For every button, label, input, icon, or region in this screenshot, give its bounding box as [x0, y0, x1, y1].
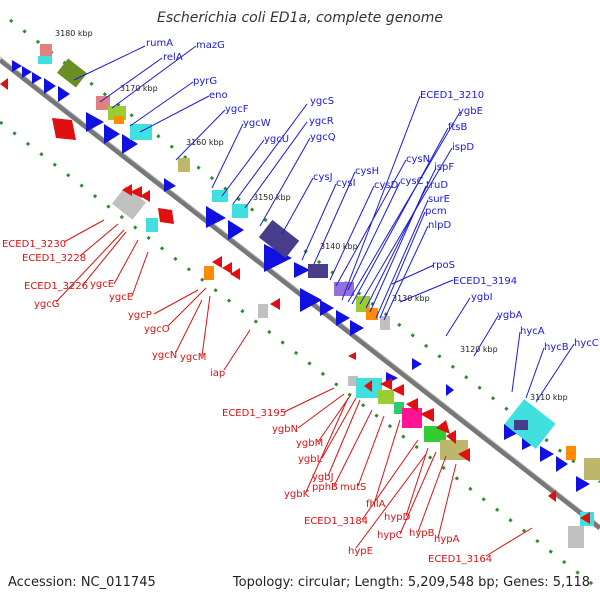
gene-label: surE	[428, 194, 450, 205]
forward-gene-labels: rumA relA mazG pyrG eno ygcF ygcW ygcU y…	[146, 38, 599, 353]
gene-label: hycB	[544, 342, 569, 353]
gene-label: ftsB	[448, 122, 467, 133]
gene-label: ispF	[434, 162, 454, 173]
gene-label: ygcO	[144, 324, 170, 335]
scale-3140: 3140 kbp	[320, 242, 358, 251]
scale-3120: 3120 kbp	[460, 345, 498, 354]
gene-label: rpoS	[432, 260, 455, 271]
scale-3160: 3160 kbp	[186, 138, 224, 147]
gene-label: ygcF	[225, 104, 249, 115]
gene-label: ECED1_3210	[420, 90, 484, 101]
gene-label: ygcN	[152, 350, 177, 361]
gene-label: rumA	[146, 38, 173, 49]
gene-label: ygcQ	[310, 132, 336, 143]
reverse-strand-features	[0, 78, 590, 524]
gene-label: ygcR	[309, 116, 334, 127]
scale-3110: 3110 kbp	[530, 393, 568, 402]
gene-label: cysI	[336, 178, 356, 189]
gene-label: ygbJ	[312, 472, 334, 483]
gene-label: fhlA	[366, 499, 386, 510]
gene-label: cysD	[374, 180, 399, 191]
gene-blocks	[38, 44, 600, 548]
gene-label: ispD	[452, 142, 474, 153]
gene-label: ygbL	[298, 454, 323, 465]
gene-label: hycC	[574, 338, 599, 349]
scale-3150: 3150 kbp	[253, 193, 291, 202]
gene-label: hypD	[384, 512, 411, 523]
gene-label: ygcU	[264, 134, 289, 145]
gene-label: ygbI	[471, 292, 493, 303]
gene-label: ECED1_3230	[2, 239, 66, 250]
gene-label: pyrG	[193, 76, 217, 87]
gene-label: eno	[209, 90, 228, 101]
forward-strand-features	[12, 60, 590, 492]
gene-label: ECED1_3194	[453, 276, 517, 287]
gene-label: ECED1_3226	[24, 281, 88, 292]
gene-label: ygbK	[284, 489, 310, 500]
gene-label: hycA	[520, 326, 545, 337]
gene-label: ygbA	[497, 310, 523, 321]
gene-label: cysJ	[313, 172, 333, 183]
gene-label: ECED1_3164	[428, 554, 492, 565]
reverse-gene-labels: ECED1_3230 ECED1_3228 ECED1_3226 ygcG yg…	[2, 239, 492, 565]
gene-label: pphB	[312, 482, 338, 493]
gene-label: nlpD	[428, 220, 451, 231]
forward-leader-lines	[73, 45, 575, 403]
gene-label: ygcS	[310, 96, 334, 107]
genome-summary-text: Topology: circular; Length: 5,209,548 bp…	[232, 575, 590, 590]
map-title: Escherichia coli ED1a, complete genome	[157, 10, 443, 26]
gene-label: cysN	[406, 154, 430, 165]
gene-label: truD	[426, 180, 448, 191]
gene-label: ECED1_3195	[222, 408, 286, 419]
gene-label: cysC	[400, 176, 424, 187]
gene-label: ygbE	[458, 106, 483, 117]
gene-label: ygcG	[34, 299, 60, 310]
gene-label: iap	[210, 368, 225, 379]
gene-label: ECED1_3184	[304, 516, 368, 527]
gene-label: relA	[163, 52, 183, 63]
dotted-guides	[0, 18, 600, 592]
gene-label: mutS	[340, 482, 366, 493]
reverse-leader-lines	[55, 219, 533, 557]
scale-3130: 3130 kbp	[392, 294, 430, 303]
gene-label: ygcE	[90, 279, 114, 290]
gene-label: hypA	[434, 534, 460, 545]
gene-label: ygcM	[180, 352, 206, 363]
gene-label: pcm	[425, 206, 447, 217]
gene-label: ygbM	[296, 438, 323, 449]
gene-label: hypB	[409, 528, 435, 539]
scale-3180: 3180 kbp	[55, 29, 93, 38]
gene-label: hypC	[377, 530, 403, 541]
gene-label: ygbN	[272, 424, 298, 435]
accession-text: Accession: NC_011745	[8, 575, 156, 590]
gene-label: ygcP	[128, 310, 152, 321]
gene-label: mazG	[196, 40, 225, 51]
gene-label: cysH	[355, 166, 379, 177]
gene-label: ECED1_3228	[22, 253, 86, 264]
gene-label: hypE	[348, 546, 373, 557]
gene-label: ygcW	[243, 118, 271, 129]
gene-label: ygcE	[109, 292, 133, 303]
